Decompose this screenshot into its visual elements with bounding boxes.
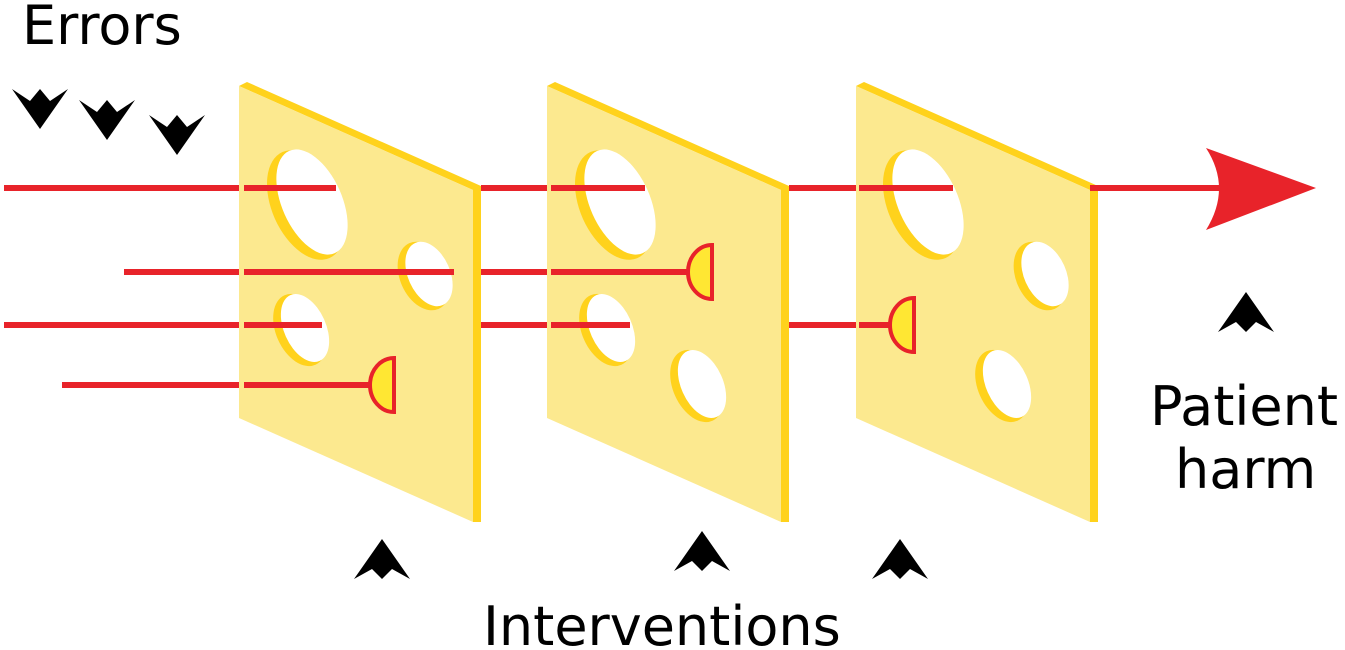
chevron-down-icon	[79, 100, 135, 140]
chevron-down-icon	[149, 115, 205, 155]
cheese-hole	[584, 149, 656, 255]
arrow-right-icon	[1206, 148, 1316, 230]
cheese-slice-3	[856, 82, 1098, 522]
intervention-markers	[354, 531, 928, 579]
errors-label: Errors	[22, 0, 182, 57]
error-markers	[12, 89, 205, 155]
cheese-hole	[1021, 241, 1069, 307]
cheese-slice-2	[547, 82, 789, 522]
cheese-hole	[892, 149, 964, 255]
cheese-hole	[677, 350, 727, 418]
patient-harm-label-line2: harm	[1175, 438, 1316, 501]
interventions-label: Interventions	[483, 595, 841, 650]
cheese-hole	[982, 350, 1032, 418]
patient-harm-label-line1: Patient	[1150, 375, 1338, 438]
chevron-down-icon	[12, 89, 68, 129]
chevron-up-icon	[872, 539, 928, 579]
chevron-up-icon	[1218, 292, 1274, 332]
blocker	[368, 355, 396, 415]
blocker	[888, 295, 916, 355]
chevron-up-icon	[354, 539, 410, 579]
error-paths	[4, 185, 1240, 388]
blocker	[686, 242, 714, 302]
cheese-slice-1	[239, 82, 481, 522]
cheese-hole	[276, 149, 348, 255]
chevron-up-icon	[674, 531, 730, 571]
